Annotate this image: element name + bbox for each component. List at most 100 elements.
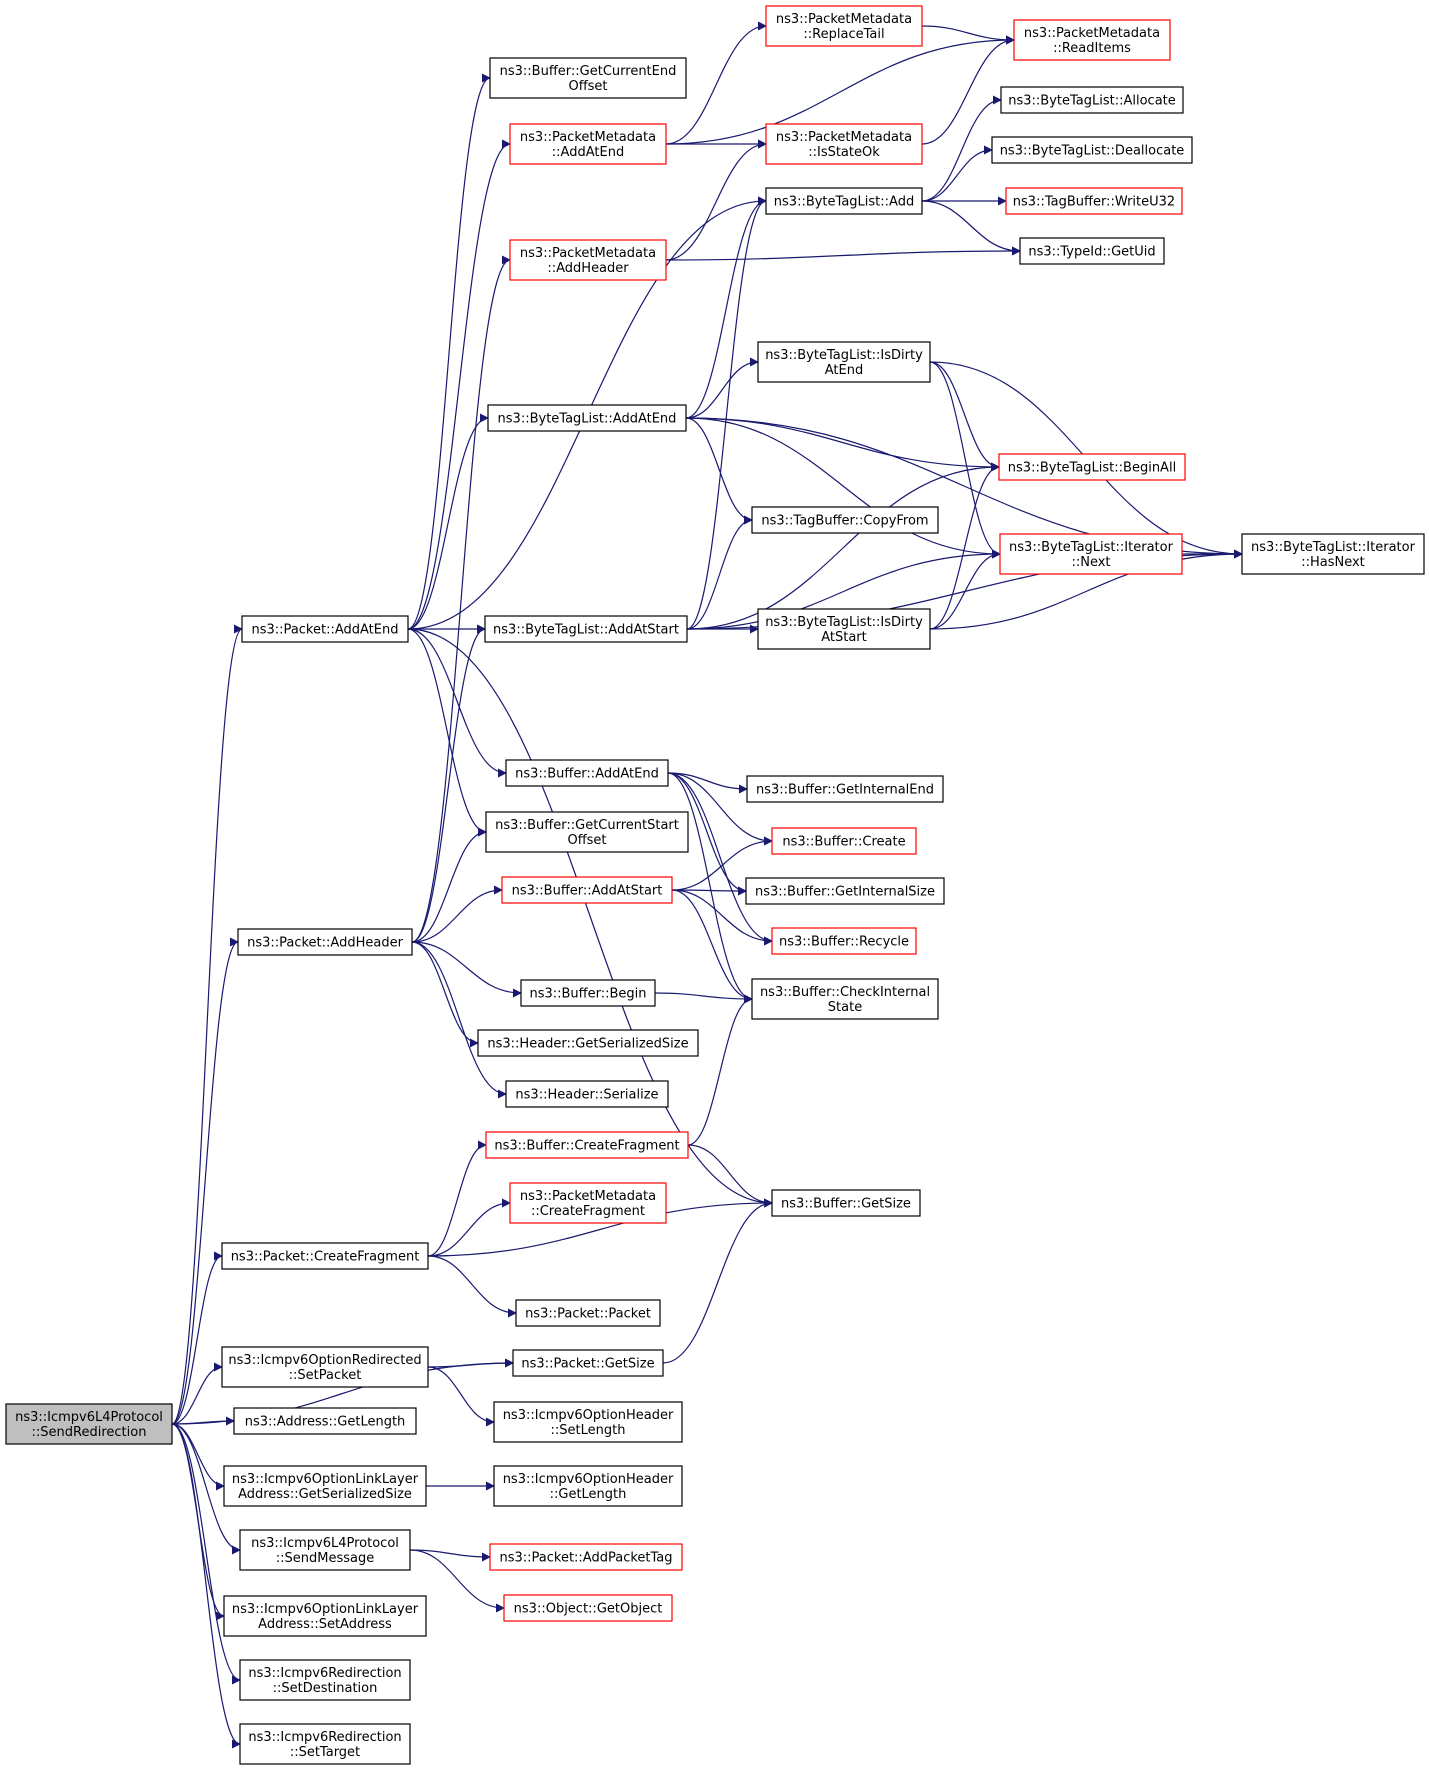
function-node-tb-copyfrom[interactable]: ns3::TagBuffer::CopyFrom: [751, 506, 939, 534]
node-label: ::SetTarget: [290, 1745, 360, 1760]
function-node-typeid-getuid[interactable]: ns3::TypeId::GetUid: [1019, 237, 1165, 265]
function-node-buf-getinternalend[interactable]: ns3::Buffer::GetInternalEnd: [746, 775, 944, 803]
function-node-pm-replacetail[interactable]: ns3::PacketMetadata::ReplaceTail: [765, 5, 923, 47]
function-node-l4-sendmessage[interactable]: ns3::Icmpv6L4Protocol::SendMessage: [239, 1529, 411, 1571]
edge-arrow: [662, 1198, 773, 1364]
node-box: [771, 927, 917, 955]
edge-arrow: [921, 35, 1015, 145]
node-label: ns3::Packet::Packet: [525, 1307, 651, 1322]
function-node-pkt-getsize[interactable]: ns3::Packet::GetSize: [512, 1349, 664, 1377]
call-edge-pkt-addatend-to-buf-getcurrentstartoffset: [407, 628, 487, 837]
function-node-buf-getinternalsize[interactable]: ns3::Buffer::GetInternalSize: [745, 877, 945, 905]
function-node-buf-addatend[interactable]: ns3::Buffer::AddAtEnd: [505, 759, 669, 787]
function-node-buf-begin[interactable]: ns3::Buffer::Begin: [520, 979, 656, 1007]
function-node-tb-writeu32[interactable]: ns3::TagBuffer::WriteU32: [1005, 187, 1183, 215]
edge-arrow: [427, 1198, 773, 1257]
node-box: [999, 533, 1183, 575]
edge-arrow: [411, 885, 503, 943]
edge-arrow: [171, 1423, 241, 1555]
edge-arrow: [654, 992, 753, 1004]
function-node-pm-addheader[interactable]: ns3::PacketMetadata::AddHeader: [509, 239, 667, 281]
edge-arrow: [411, 827, 487, 943]
call-edge-pm-addatend-to-pm-readitems: [665, 35, 1015, 145]
function-node-pm-isstateok[interactable]: ns3::PacketMetadata::IsStateOk: [765, 123, 923, 165]
node-label: Offset: [567, 833, 606, 848]
edge-arrow: [929, 549, 1243, 630]
edge-arrow: [171, 1362, 223, 1425]
function-node-pm-createfragment[interactable]: ns3::PacketMetadata::CreateFragment: [509, 1182, 667, 1224]
edge-arrow: [921, 200, 1021, 256]
node-label: ns3::Buffer::Begin: [529, 987, 646, 1002]
edge-arrow: [687, 1144, 773, 1208]
function-node-pkt-packet[interactable]: ns3::Packet::Packet: [515, 1299, 661, 1327]
function-node-redir-setdestination[interactable]: ns3::Icmpv6Redirection::SetDestination: [239, 1659, 411, 1701]
function-node-pkt-addatend[interactable]: ns3::Packet::AddAtEnd: [241, 615, 409, 643]
call-edge-root-to-addr-getlength: [171, 1416, 235, 1426]
node-label: ns3::Buffer::CheckInternal: [760, 985, 930, 1000]
node-box: [757, 341, 931, 383]
node-label: ns3::ByteTagList::Iterator: [1251, 540, 1416, 555]
edge-arrow: [671, 889, 753, 1004]
function-node-btl-add[interactable]: ns3::ByteTagList::Add: [765, 187, 923, 215]
function-node-btl-deallocate[interactable]: ns3::ByteTagList::Deallocate: [991, 136, 1193, 164]
node-box: [487, 404, 687, 432]
node-label: ns3::TagBuffer::CopyFrom: [761, 514, 928, 529]
node-box: [221, 1242, 429, 1270]
function-node-addr-getlength[interactable]: ns3::Address::GetLength: [233, 1407, 417, 1435]
function-node-opt-redir-setpacket[interactable]: ns3::Icmpv6OptionRedirected::SetPacket: [221, 1346, 429, 1388]
call-edge-root-to-pkt-addatend: [171, 624, 243, 1425]
function-node-optll-getserializedsize[interactable]: ns3::Icmpv6OptionLinkLayerAddress::GetSe…: [223, 1465, 427, 1507]
call-edge-pkt-addheader-to-buf-begin: [411, 941, 522, 998]
function-node-hdr-getserializedsize[interactable]: ns3::Header::GetSerializedSize: [477, 1029, 699, 1057]
node-label: ::SetPacket: [289, 1368, 362, 1383]
call-edge-pkt-addheader-to-btl-addatstart: [411, 624, 486, 943]
function-node-pkt-createfragment[interactable]: ns3::Packet::CreateFragment: [221, 1242, 429, 1270]
edge-arrow: [671, 889, 773, 946]
function-node-btl-beginall[interactable]: ns3::ByteTagList::BeginAll: [998, 453, 1186, 481]
edge-arrow: [929, 549, 1001, 630]
function-node-btl-iter-next[interactable]: ns3::ByteTagList::Iterator::Next: [999, 533, 1183, 575]
edge-arrow: [427, 1255, 517, 1318]
function-node-optll-setaddress[interactable]: ns3::Icmpv6OptionLinkLayerAddress::SetAd…: [223, 1595, 427, 1637]
function-node-pm-addatend[interactable]: ns3::PacketMetadata::AddAtEnd: [509, 123, 667, 165]
node-label: ns3::Icmpv6L4Protocol: [15, 1410, 163, 1425]
function-node-opthdr-setlength[interactable]: ns3::Icmpv6OptionHeader::SetLength: [493, 1401, 683, 1443]
node-box: [512, 1349, 664, 1377]
function-node-buf-addatstart[interactable]: ns3::Buffer::AddAtStart: [501, 876, 673, 904]
edge-arrow: [407, 628, 487, 837]
function-node-buf-getsize[interactable]: ns3::Buffer::GetSize: [771, 1189, 921, 1217]
function-node-pkt-addheader[interactable]: ns3::Packet::AddHeader: [237, 928, 413, 956]
function-node-btl-addatend[interactable]: ns3::ByteTagList::AddAtEnd: [487, 404, 687, 432]
call-edge-pkt-addheader-to-hdr-serialize: [411, 941, 507, 1099]
function-node-btl-iter-hasnext[interactable]: ns3::ByteTagList::Iterator::HasNext: [1241, 533, 1425, 575]
function-node-btl-allocate[interactable]: ns3::ByteTagList::Allocate: [1000, 86, 1184, 114]
function-node-buf-create[interactable]: ns3::Buffer::Create: [771, 827, 917, 855]
node-label: ns3::Icmpv6OptionHeader: [503, 1408, 674, 1423]
function-node-btl-addatstart[interactable]: ns3::ByteTagList::AddAtStart: [484, 615, 688, 643]
call-edge-buf-addatstart-to-buf-getinternalsize: [671, 886, 747, 896]
function-node-hdr-serialize[interactable]: ns3::Header::Serialize: [505, 1080, 669, 1108]
node-box: [751, 506, 939, 534]
node-label: ns3::Buffer::GetCurrentEnd: [500, 64, 677, 79]
function-node-pkt-addpackettag[interactable]: ns3::Packet::AddPacketTag: [489, 1543, 683, 1571]
function-node-obj-getobject[interactable]: ns3::Object::GetObject: [503, 1594, 673, 1622]
node-label: ns3::Buffer::GetInternalSize: [755, 885, 935, 900]
edge-arrow: [671, 836, 773, 891]
function-node-pm-readitems[interactable]: ns3::PacketMetadata::ReadItems: [1013, 19, 1171, 61]
edge-arrow: [171, 1416, 235, 1426]
edge-arrow: [665, 35, 1015, 145]
function-node-buf-createfragment[interactable]: ns3::Buffer::CreateFragment: [485, 1131, 689, 1159]
node-label: ::AddHeader: [547, 261, 629, 276]
node-box: [520, 979, 656, 1007]
edge-arrow: [929, 361, 1001, 559]
root-function-node[interactable]: ns3::Icmpv6L4Protocol::SendRedirection: [5, 1403, 173, 1445]
function-node-redir-settarget[interactable]: ns3::Icmpv6Redirection::SetTarget: [239, 1723, 411, 1765]
node-box: [241, 615, 409, 643]
function-node-buf-recycle[interactable]: ns3::Buffer::Recycle: [771, 927, 917, 955]
function-node-opthdr-getlength[interactable]: ns3::Icmpv6OptionHeader::GetLength: [493, 1465, 683, 1507]
